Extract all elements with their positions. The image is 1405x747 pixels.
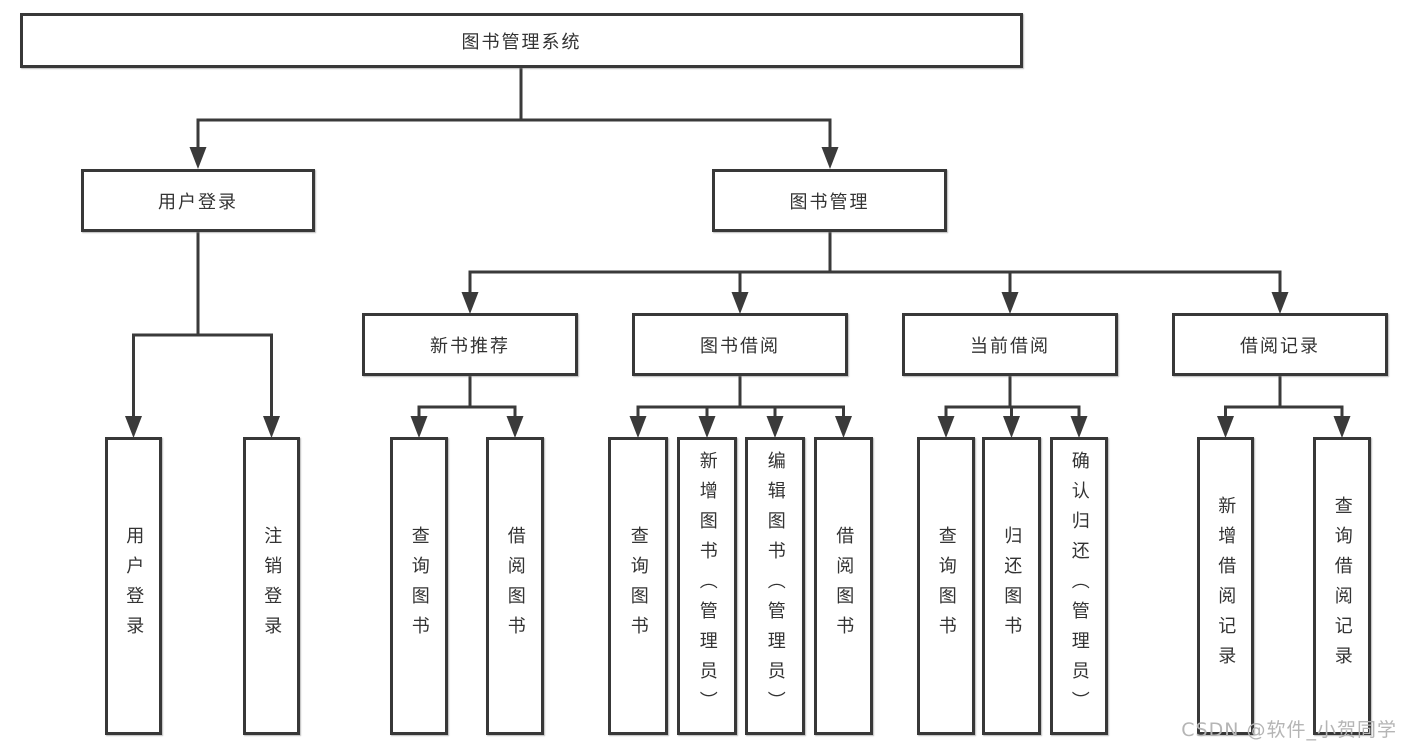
node-current-borrowing: 当前借阅: [902, 313, 1118, 376]
arrowhead: [125, 416, 142, 438]
node-records-add-record: 新增借阅记录: [1197, 437, 1254, 735]
arrowhead: [698, 416, 716, 438]
wire-book-management-children: [461, 232, 1289, 314]
arrowhead: [1217, 416, 1234, 438]
arrowhead: [1333, 416, 1351, 438]
arrowhead: [821, 147, 839, 169]
node-current-return-books: 归还图书: [982, 437, 1041, 735]
arrowhead: [189, 147, 207, 169]
arrowhead: [506, 416, 524, 438]
csdn-watermark: CSDN @软件_小贺同学: [1181, 719, 1397, 741]
node-login: 用户登录: [105, 437, 162, 735]
arrowhead: [629, 416, 647, 438]
node-current-confirm-return-admin: 确认归还（管理员）: [1050, 437, 1108, 735]
arrowhead: [1271, 292, 1289, 314]
wire-root-to-level2: [189, 68, 839, 169]
node-logout: 注销登录: [243, 437, 300, 735]
arrowhead: [461, 292, 479, 314]
arrowhead: [731, 292, 749, 314]
wire-borrowing-records-children: [1217, 376, 1351, 438]
wire-new-book-recommend-children: [410, 376, 524, 438]
arrowhead: [937, 416, 955, 438]
node-library-system: 图书管理系统: [20, 13, 1023, 68]
arrowhead: [1001, 292, 1019, 314]
node-borrowing-query-books: 查询图书: [608, 437, 668, 735]
arrowhead: [835, 416, 852, 438]
node-user-login: 用户登录: [81, 169, 315, 232]
arrowhead: [1003, 416, 1020, 438]
arrowhead: [263, 416, 280, 438]
node-book-borrowing: 图书借阅: [632, 313, 848, 376]
node-borrowing-borrow-books: 借阅图书: [814, 437, 873, 735]
arrowhead: [410, 416, 428, 438]
node-borrowing-add-books-admin: 新增图书（管理员）: [677, 437, 737, 735]
arrowhead: [766, 416, 784, 438]
wire-user-login-children: [125, 232, 280, 438]
node-current-query-books: 查询图书: [917, 437, 975, 735]
node-new-book-recommend: 新书推荐: [362, 313, 578, 376]
node-book-management: 图书管理: [712, 169, 947, 232]
node-records-query-record: 查询借阅记录: [1313, 437, 1371, 735]
wire-current-borrowing-children: [937, 376, 1088, 438]
node-borrowing-edit-books-admin: 编辑图书（管理员）: [745, 437, 805, 735]
arrowhead: [1070, 416, 1088, 438]
node-borrowing-records: 借阅记录: [1172, 313, 1388, 376]
wire-book-borrowing-children: [629, 376, 852, 438]
node-newbook-query-books: 查询图书: [390, 437, 448, 735]
node-newbook-borrow-books: 借阅图书: [486, 437, 544, 735]
